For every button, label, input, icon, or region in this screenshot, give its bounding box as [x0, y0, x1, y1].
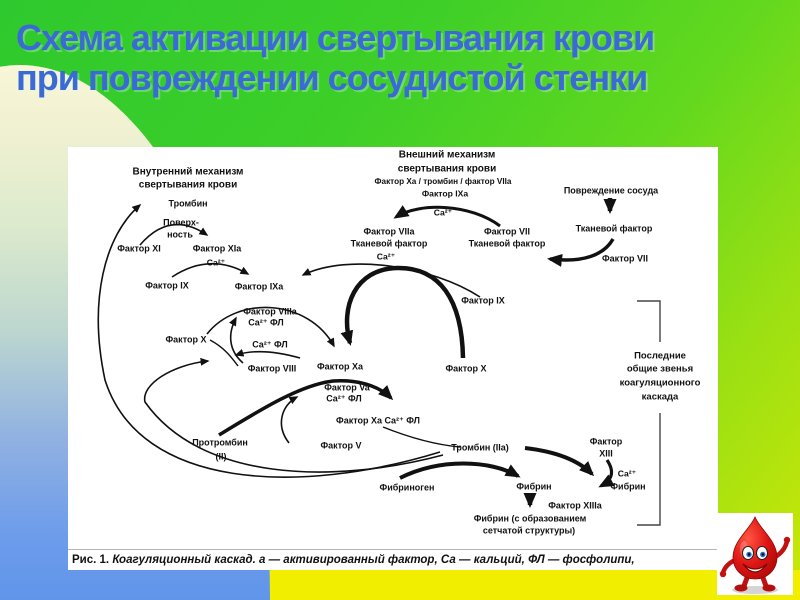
arrow-fibrinogen-fibrin — [399, 461, 521, 480]
node-tissue-factor-1: Тканевой фактор — [351, 238, 428, 248]
node-factor-xa: Фактор Xa — [317, 361, 364, 371]
node-factor-vii-right: Фактор VII — [602, 253, 648, 263]
node-prothrombin-1: Протромбин — [192, 437, 248, 447]
node-factor-xa-complex: Фактор Xa Ca²⁺ ФЛ — [336, 415, 420, 425]
arrow-ix-to-ixa — [171, 262, 250, 278]
node-factor-xiii-2: XIII — [599, 448, 613, 458]
node-factor-xi: Фактор XI — [117, 243, 160, 253]
arrow-x-to-xa-intrinsic — [206, 306, 335, 348]
node-factor-viii: Фактор VIII — [248, 363, 296, 373]
arrow-iia-to-viii — [143, 357, 444, 473]
arrow-layer — [97, 198, 661, 526]
node-bracket-label-2: общие звенья — [627, 364, 693, 375]
arrow-vii-to-viia — [393, 205, 501, 228]
caption-prefix: Рис. 1. — [72, 554, 110, 566]
coagulation-diagram: Внутренний механизм свертывания кровиТром… — [97, 150, 701, 536]
node-factor-va: Фактор Va — [324, 382, 370, 392]
node-factor-x-right: Фактор X — [446, 363, 487, 373]
node-ca-fl-2: Ca²⁺ ФЛ — [252, 339, 287, 349]
node-heading-extrinsic-1: Внешний механизм — [399, 150, 496, 161]
node-factor-xiiia: Фактор XIIIa — [548, 500, 602, 510]
arrow-xa-to-viii — [234, 348, 301, 359]
node-surface-2: ность — [167, 229, 193, 239]
node-factor-ix-right: Фактор IX — [461, 295, 504, 305]
node-ca-3: Ca²⁺ — [377, 251, 395, 261]
blood-drop-character-icon — [719, 515, 791, 594]
node-ca-fl-3: Ca²⁺ ФЛ — [326, 393, 361, 403]
label-layer: Внутренний механизм свертывания кровиТром… — [117, 150, 700, 536]
arrow-iia-to-xiii — [524, 446, 595, 477]
node-heading-intrinsic-2: свертывания крови — [139, 180, 237, 191]
node-fibrin-net-2: сетчатой структуры) — [483, 525, 575, 535]
arrow-xi-to-xia — [139, 223, 209, 246]
arrow-x-to-xa-extrinsic — [340, 265, 466, 359]
node-bracket-label-1: Последние — [634, 351, 686, 362]
node-heading-extrinsic-2: свертывания крови — [398, 164, 496, 175]
arrow-iia-to-thrombin — [97, 204, 441, 478]
node-extrinsic-sub-1: Фактор Xa / тромбин / фактор VIIa — [375, 176, 512, 186]
line-x-to-viii — [209, 339, 239, 367]
node-factor-xiii-1: Фактор — [590, 436, 623, 446]
node-factor-viia: Фактор VIIa — [364, 226, 416, 236]
caption-text: Коагуляционный каскад. а — активированны… — [112, 554, 635, 566]
node-ca-1: Ca²⁺ — [207, 257, 225, 267]
title-line-2: при повреждении сосудистой стенки — [16, 56, 648, 98]
line-complex-to-iia — [382, 426, 461, 448]
page-title: Схема активации свертывания крови при по… — [16, 18, 796, 97]
node-tissue-factor-2: Тканевой фактор — [469, 238, 546, 248]
arrow-viia-to-ixa — [301, 263, 481, 298]
node-ca-2: Ca²⁺ — [434, 207, 452, 217]
figure-caption: Рис. 1. Коагуляционный каскад. а — актив… — [68, 549, 718, 570]
arrow-tf-to-vii — [547, 238, 615, 267]
node-factor-xia: Фактор XIa — [193, 243, 242, 253]
node-fibrin-net-1: Фибрин (с образованием — [474, 513, 587, 523]
mascot-box — [717, 513, 793, 595]
node-tissue-factor-3: Тканевой фактор — [576, 223, 653, 233]
bracket-bottom — [637, 413, 661, 526]
node-prothrombin-2: (II) — [216, 451, 227, 461]
arrow-xiii-to-fibrin — [598, 459, 615, 488]
node-fibrin-mid: Фибрин — [516, 481, 551, 491]
node-factor-v: Фактор V — [321, 440, 362, 450]
node-thrombin-top: Тромбин — [168, 198, 207, 208]
node-vessel-damage: Повреждение сосуда — [564, 185, 659, 195]
node-factor-ixa: Фактор IXa — [235, 281, 284, 291]
arrow-prothrombin-path — [218, 379, 394, 437]
node-heading-intrinsic-1: Внутренний механизм — [133, 167, 244, 178]
node-ca-4: Ca²⁺ — [618, 468, 636, 478]
title-line-1: Схема активации свертывания крови — [16, 17, 655, 58]
node-fibrinogen: Фибриноген — [380, 482, 435, 492]
node-ca-fl-1: Ca²⁺ ФЛ — [248, 317, 283, 327]
node-factor-viiia: Фактор VIIIa — [243, 306, 297, 316]
node-factor-x-left: Фактор X — [166, 334, 207, 344]
node-surface-1: Поверх- — [163, 217, 199, 227]
arrow-v-to-va — [280, 396, 299, 444]
bracket-top — [637, 300, 661, 342]
arrow-viii-to-viiia — [228, 316, 244, 364]
node-factor-vii-center: Фактор VII — [484, 226, 530, 236]
node-fibrin-right: Фибрин — [610, 481, 645, 491]
node-extrinsic-sub-2: Фактор IXa — [422, 188, 469, 198]
node-bracket-label-4: каскада — [642, 392, 679, 403]
node-factor-ix: Фактор IX — [145, 280, 188, 290]
node-bracket-label-3: коагуляционного — [620, 378, 701, 389]
node-thrombin-iia: Тромбин (IIa) — [451, 442, 509, 452]
